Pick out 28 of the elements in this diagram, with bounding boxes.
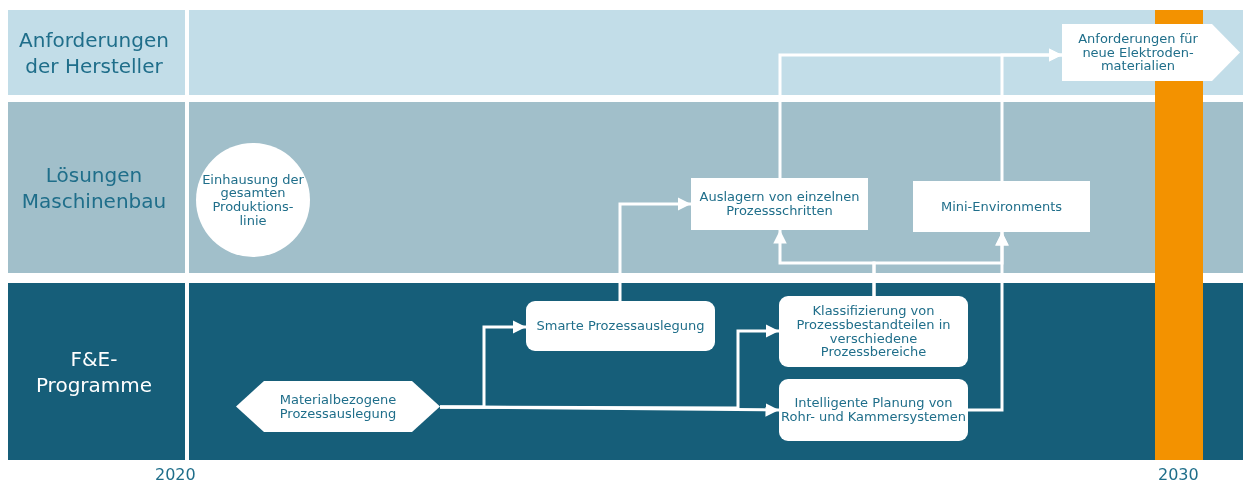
node-text: Klassifizierung von Prozessbestandteilen in verschiedene Prozessbereiche [795,304,952,359]
node-text: Mini-Environments [940,199,1063,214]
lane-heading: F&E-Programme [34,345,154,398]
year-label: 2020 [155,465,196,484]
arrow [440,403,779,417]
swimlane-band [8,283,1243,460]
swimlane-band [8,10,1243,95]
process-box [913,181,1090,232]
node-text: Materialbezogene Prozessauslegung [278,392,398,421]
hexagon-node [236,381,440,432]
arrow [440,324,779,410]
node-text: Intelligente Planung von Rohr- und Kammersystemen [780,396,967,424]
arrow [1000,48,1062,181]
process-box [691,178,868,230]
node-text: Anforderungen für neue Elektroden-materialien [1077,32,1199,73]
node-text: Smarte Prozessauslegung [536,319,705,333]
arrow [618,197,691,301]
rounded-process-box [779,296,968,367]
year-label: 2030 [1158,465,1199,484]
node-text: Auslagern von einzelnen Prozessschritten [698,190,861,218]
rounded-process-box [526,301,715,351]
swimlane-band [8,102,1243,273]
node-text: Einhausung der gesamten Produktions-linie [202,172,304,228]
milestone-pentagon [1062,24,1240,81]
lane-heading: Lösungen Maschinenbau [20,161,168,214]
lane-heading: Anforderungen der Hersteller [18,26,170,79]
rounded-process-box [779,379,968,441]
arrow [968,232,1009,412]
